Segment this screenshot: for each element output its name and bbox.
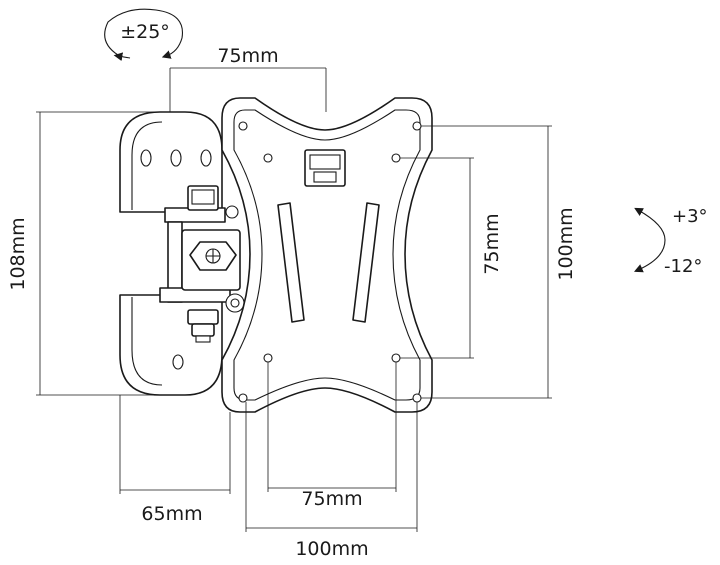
vertical-outer-spacing-label: 100mm: [555, 207, 577, 280]
swivel-angle-label: ±25°: [120, 21, 170, 43]
tilt-arrow-icon: [633, 207, 666, 273]
swivel-arm: [159, 185, 245, 343]
wall-plate-height-label: 108mm: [7, 217, 29, 290]
bottom-inner-spacing-label: 75mm: [301, 488, 362, 510]
vertical-inner-spacing-label: 75mm: [481, 213, 503, 274]
top-hole-spacing-label: 75mm: [217, 45, 278, 67]
tilt-down-label: -12°: [664, 256, 702, 277]
tilt-up-label: +3°: [672, 206, 708, 227]
swivel-arrow-icon: [104, 8, 184, 62]
dimension-lines: [36, 67, 552, 532]
bottom-outer-spacing-label: 100mm: [295, 538, 368, 560]
vesa-plate: [221, 97, 433, 413]
depth-label: 65mm: [141, 503, 202, 525]
